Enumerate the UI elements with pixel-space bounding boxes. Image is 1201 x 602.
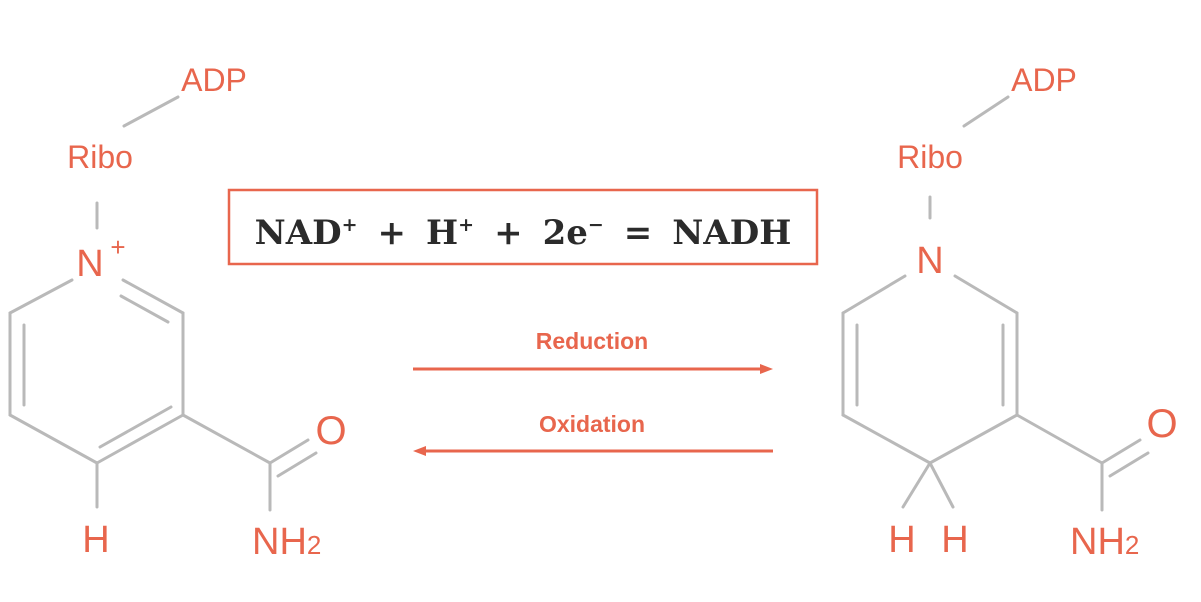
nadh-molecule: ADP Ribo N H H O NH2 — [841, 62, 1178, 563]
carbonyl-double-bond-b — [276, 451, 318, 478]
nad-amide-subscript: 2 — [307, 530, 321, 560]
oxidation-label: Oxidation — [539, 411, 645, 437]
nad-hydrogen-label: H — [82, 519, 109, 561]
ring-bond-c5-c4 — [8, 413, 99, 465]
oxidation-arrow-head — [413, 446, 426, 456]
ring-bond-n-c6 — [841, 274, 907, 315]
nad-nitrogen-charge: + — [110, 232, 125, 262]
eq-electrons-sup: − — [588, 214, 604, 236]
nad-plus-bonds — [8, 95, 318, 512]
nadh-bonds — [841, 95, 1150, 512]
oxidation-arrow: Oxidation — [413, 411, 773, 456]
reduction-arrow-head — [760, 364, 773, 374]
ribo-adp-bond — [962, 95, 1010, 128]
nadh-amide-group: NH2 — [1070, 521, 1139, 563]
ring-bond-c2-n — [953, 274, 1019, 315]
eq-equals: = — [624, 213, 653, 253]
nadh-oxygen-label: O — [1146, 402, 1177, 446]
nad-amide-group: NH2 — [252, 521, 321, 563]
c3-carbonyl-bond — [181, 413, 272, 465]
ring-bond-c2-n — [121, 278, 185, 315]
eq-h-sup: + — [458, 214, 474, 236]
carbonyl-double-bond-a — [268, 438, 310, 465]
c4-h1-bond — [901, 461, 932, 509]
nadh-amide-n: NH — [1070, 521, 1125, 563]
equation-border — [227, 188, 819, 266]
carbonyl-double-bond-a — [1100, 438, 1142, 465]
nadh-hydrogen-1-label: H — [888, 519, 915, 561]
c4-h2-bond — [928, 461, 955, 509]
eq-electrons: 2e — [543, 213, 588, 253]
nad-plus-molecule: ADP Ribo N + H O NH2 — [8, 62, 347, 563]
nadh-adp-label: ADP — [1011, 62, 1077, 98]
ring-bond-n-c6 — [8, 278, 74, 315]
eq-plus-1: + — [378, 213, 407, 253]
nad-oxygen-label: O — [315, 409, 346, 453]
reduction-label: Reduction — [536, 328, 648, 354]
ring-double-bond-c4-c3 — [98, 405, 173, 449]
c3-carbonyl-bond — [1015, 413, 1104, 465]
carbonyl-double-bond-b — [1108, 451, 1150, 478]
equation-box: NAD++H++2e−=NADH — [227, 188, 819, 266]
nad-amide-n: NH — [252, 521, 307, 563]
nad-adp-label: ADP — [181, 62, 247, 98]
ring-double-bond-c2-n — [119, 294, 170, 324]
reduction-arrow: Reduction — [413, 328, 773, 374]
ring-bond-c4-c3 — [95, 413, 185, 465]
ribo-adp-bond — [122, 95, 180, 128]
eq-plus-2: + — [494, 213, 523, 253]
nad-nitrogen-label: N — [76, 243, 103, 285]
nad-ribo-label: Ribo — [67, 139, 133, 175]
ring-bond-c5-c4 — [841, 413, 932, 465]
eq-nad-sup: + — [342, 214, 358, 236]
nadh-nitrogen-label: N — [916, 240, 943, 282]
nadh-amide-subscript: 2 — [1125, 530, 1139, 560]
equation-text: NAD++H++2e−=NADH — [255, 213, 792, 253]
eq-nadh: NADH — [672, 213, 791, 253]
nadh-hydrogen-2-label: H — [941, 519, 968, 561]
nadh-ribo-label: Ribo — [897, 139, 963, 175]
ring-bond-c4-c3 — [928, 413, 1019, 465]
eq-h: H — [426, 213, 458, 253]
eq-nad: NAD — [255, 213, 342, 253]
